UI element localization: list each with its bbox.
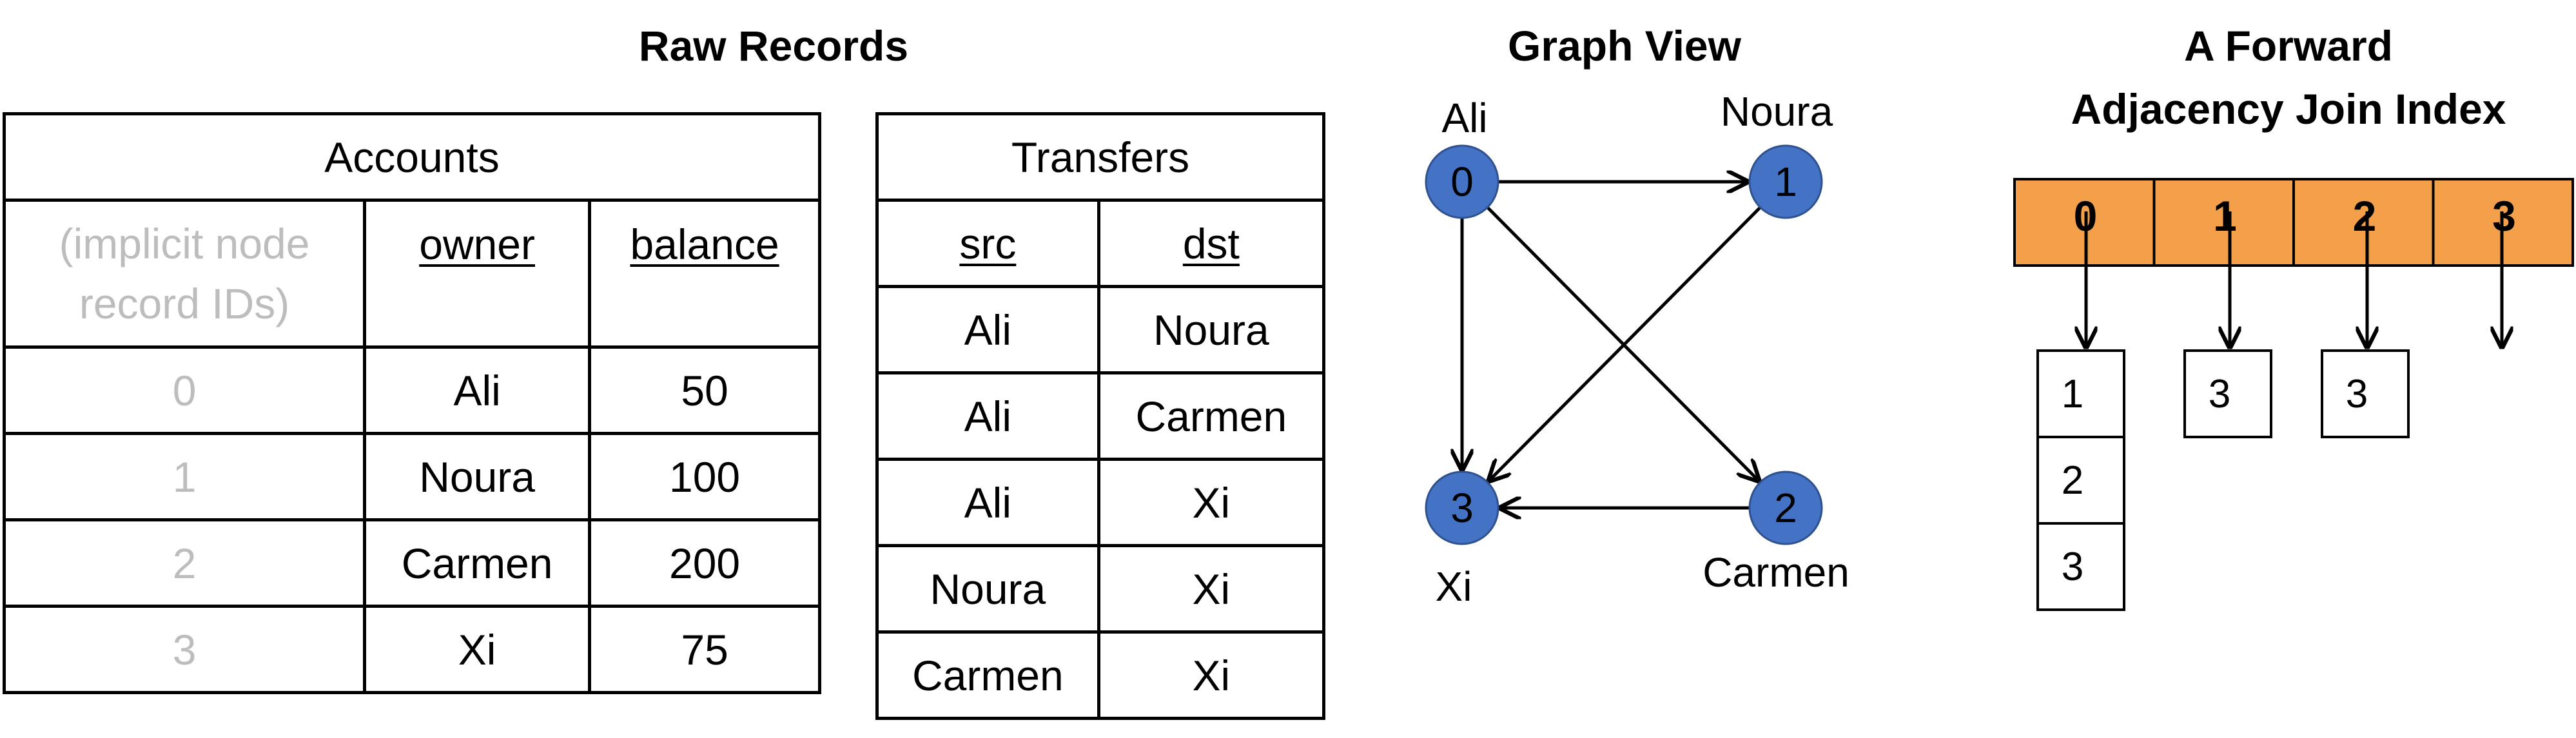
accounts-col-owner-label: owner [419,220,535,268]
graph-node-label: Ali [1441,95,1487,141]
accounts-table: Accounts (implicit node record IDs) owne… [2,112,821,694]
transfers-row-src: Ali [875,458,1100,547]
transfers-col-dst-label: dst [1182,219,1240,267]
graph-node-1 [1748,144,1823,219]
index-slot-label: 1 [2213,192,2237,240]
graph-node-2 [1748,471,1823,545]
accounts-row-balance: 75 [588,605,821,694]
accounts-table-title: Accounts [3,112,821,202]
transfers-row-dst: Xi [1097,544,1326,634]
accounts-col-balance-label: balance [630,220,779,268]
table-row: 1 Noura 100 [2,432,821,521]
graph-node-label: Carmen [1703,549,1849,596]
table-row: Ali Noura [875,285,1326,374]
transfers-row-src: Ali [875,371,1100,461]
graph-node-label: Xi [1436,563,1472,610]
transfers-table-title: Transfers [875,112,1325,202]
graph-node-id: 3 [1450,485,1474,531]
accounts-col-balance: balance [588,199,821,349]
accounts-row-id: 1 [2,432,367,521]
adjacency-list-value: 3 [2062,545,2083,589]
graph-edges [1462,182,1761,508]
index-slot-label: 2 [2353,192,2377,240]
transfers-row-dst: Xi [1097,630,1326,720]
adjacency-list-value: 1 [2062,372,2083,416]
accounts-row-id: 2 [2,518,367,608]
transfers-row-dst: Xi [1097,458,1326,547]
adjacency-list-value: 3 [2209,372,2230,416]
adjacency-index: 012312333 [2013,178,2574,611]
table-row: Carmen Xi [875,630,1326,720]
accounts-row-balance: 200 [588,518,821,608]
accounts-row-owner: Ali [363,345,592,435]
adjacency-list-cell [2036,436,2125,525]
table-row: Ali Carmen [875,371,1326,461]
accounts-row-owner: Carmen [363,518,592,608]
transfers-row-dst: Carmen [1097,371,1326,461]
transfers-col-src: src [875,199,1100,288]
accounts-row-owner: Noura [363,432,592,521]
index-slot-0 [2013,178,2156,267]
accounts-col-owner: owner [363,199,592,349]
accounts-row-id: 3 [2,605,367,694]
adjacency-list-value: 3 [2346,372,2368,416]
accounts-row-owner: Xi [363,605,592,694]
table-row: 2 Carmen 200 [2,518,821,608]
adjacency-list-cell [2183,349,2272,438]
index-title-line2: Adjacency Join Index [2071,85,2506,133]
graph-node-0 [1425,144,1499,219]
graph-node-id: 2 [1774,485,1797,531]
transfers-table: Transfers src dst Ali Noura Ali Carmen A… [875,112,1326,720]
index-slot-1 [2152,178,2295,267]
transfers-col-src-label: src [959,219,1017,267]
graph-node-3 [1425,471,1499,545]
adjacency-list-cell [2036,522,2125,611]
index-slot-label: 3 [2492,192,2516,240]
transfers-col-dst: dst [1097,199,1326,288]
accounts-row-id: 0 [2,345,367,435]
accounts-row-balance: 100 [588,432,821,521]
transfers-row-src: Ali [875,285,1100,374]
graph-edge-1-to-3 [1489,206,1762,481]
accounts-row-balance: 50 [588,345,821,435]
graph-node-id: 1 [1774,159,1797,205]
adjacency-list-cell [2321,349,2410,438]
graph-node-id: 0 [1450,159,1474,205]
index-title-line1: A Forward [2184,22,2393,70]
table-row: Ali Xi [875,458,1326,547]
adjacency-list-cell [2036,349,2125,438]
graph-view-title: Graph View [1508,22,1741,70]
raw-records-title: Raw Records [638,22,909,70]
accounts-col-implicit-ids: (implicit node record IDs) [2,199,367,349]
transfers-row-dst: Noura [1097,285,1326,374]
graph-node-label: Noura [1721,88,1833,135]
table-row: Noura Xi [875,544,1326,634]
transfers-row-src: Carmen [875,630,1100,720]
adjacency-list-value: 2 [2062,458,2083,503]
table-row: 0 Ali 50 [2,345,821,435]
table-row: 3 Xi 75 [2,605,821,694]
transfers-row-src: Noura [875,544,1100,634]
